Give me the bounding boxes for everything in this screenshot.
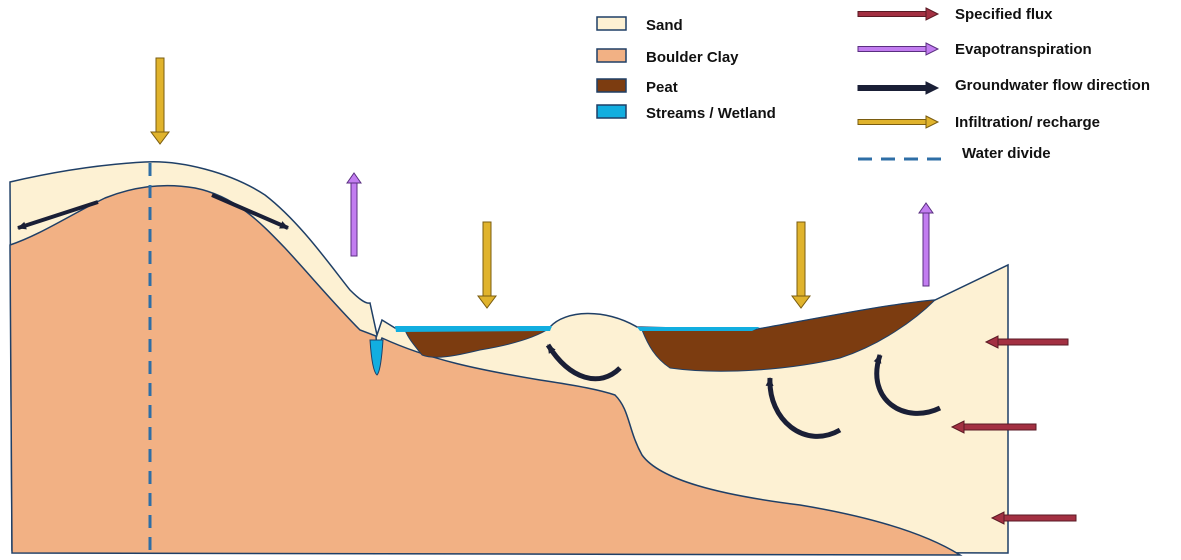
legend-item-boulder-clay: Boulder Clay <box>597 49 739 66</box>
wetland-water-strip-right <box>637 327 760 331</box>
wetland-water-strip-left <box>395 326 552 332</box>
legend-item-streams-wetland: Streams / Wetland <box>597 105 776 122</box>
legend-label-infiltration-recharge: Infiltration/ recharge <box>955 114 1100 131</box>
legend-item-sand: Sand <box>597 17 683 34</box>
legend-arrow-specified-flux-icon <box>858 8 938 20</box>
specified-flux-arrow-1 <box>986 336 1068 348</box>
cross-section <box>10 162 1008 555</box>
legend-label-evapotranspiration: Evapotranspiration <box>955 41 1092 58</box>
legend-label-streams-wetland: Streams / Wetland <box>646 105 776 122</box>
legend-arrow-infiltration-recharge-icon <box>858 116 938 128</box>
legend-label-specified-flux: Specified flux <box>955 6 1053 23</box>
recharge-arrow-3 <box>792 222 810 308</box>
legend-item-peat: Peat <box>597 79 678 96</box>
legend-swatch-boulder-clay <box>597 49 626 62</box>
evapotranspiration-arrow-1 <box>347 173 361 256</box>
recharge-arrow-1 <box>151 58 169 144</box>
material-legend: Sand Boulder Clay Peat Streams / Wetland <box>597 17 776 122</box>
legend-swatch-peat <box>597 79 626 92</box>
legend-label-groundwater-flow: Groundwater flow direction <box>955 77 1150 94</box>
recharge-arrow-2 <box>478 222 496 308</box>
legend-swatch-streams-wetland <box>597 105 626 118</box>
legend-item-groundwater-flow: Groundwater flow direction <box>858 77 1150 94</box>
legend-arrow-evapotranspiration-icon <box>858 43 938 55</box>
legend-arrow-groundwater-flow-icon <box>858 82 938 94</box>
legend-label-boulder-clay: Boulder Clay <box>646 49 739 66</box>
evapotranspiration-arrow-2 <box>919 203 933 286</box>
legend-label-sand: Sand <box>646 17 683 34</box>
legend-label-peat: Peat <box>646 79 678 96</box>
legend-item-infiltration-recharge: Infiltration/ recharge <box>858 114 1100 131</box>
arrow-legend: Specified flux Evapotranspiration Ground… <box>858 6 1150 162</box>
legend-item-specified-flux: Specified flux <box>858 6 1053 23</box>
legend-swatch-sand <box>597 17 626 30</box>
legend-label-water-divide: Water divide <box>962 145 1051 162</box>
legend-item-evapotranspiration: Evapotranspiration <box>858 41 1092 58</box>
evapotranspiration-arrows <box>347 173 933 286</box>
legend-item-water-divide: Water divide <box>858 145 1051 162</box>
